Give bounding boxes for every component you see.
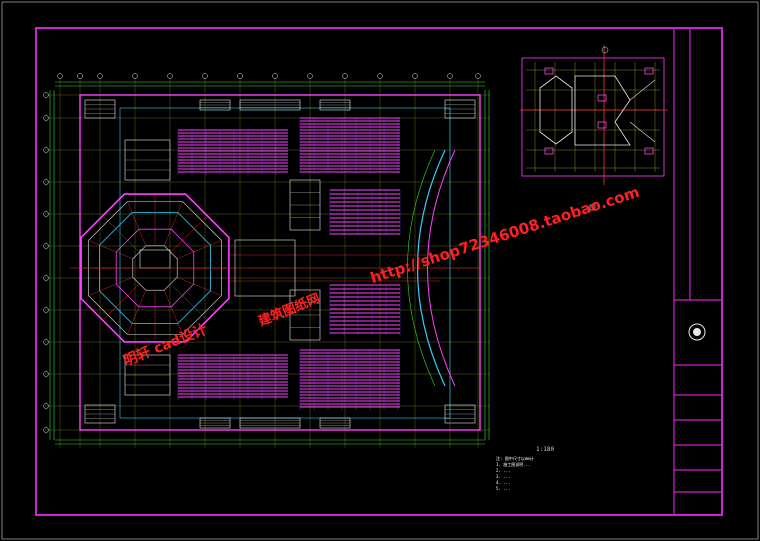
note-line: 1. 施工图说明... bbox=[496, 462, 531, 467]
axis-bubble bbox=[43, 427, 49, 433]
scale-label: 1:180 bbox=[536, 446, 555, 453]
key-plan-inset bbox=[520, 45, 668, 211]
axis-bubble bbox=[447, 73, 453, 79]
exterior-wall bbox=[79, 94, 481, 431]
radial-axis bbox=[88, 277, 133, 296]
lobby-outline bbox=[234, 239, 296, 297]
drawing-notes: 注: 图中尺寸以mm计 1. 施工图说明... 2. ... 3. ... 4.… bbox=[496, 456, 534, 492]
axis-bubble bbox=[475, 73, 481, 79]
axis-bubble bbox=[43, 403, 49, 409]
note-line: 2. ... bbox=[496, 468, 511, 473]
note-line: 4. ... bbox=[496, 480, 511, 485]
radial-axis bbox=[88, 240, 133, 259]
axis-bubble bbox=[43, 179, 49, 185]
axis-bubble bbox=[43, 339, 49, 345]
axis-bubble bbox=[272, 73, 278, 79]
axis-bubble bbox=[43, 115, 49, 121]
note-line: 5. ... bbox=[496, 486, 511, 491]
key-plan-marker bbox=[589, 204, 596, 211]
radial-axis bbox=[164, 290, 183, 335]
axis-bubble bbox=[97, 73, 103, 79]
main-floor-plan bbox=[43, 73, 490, 448]
drawing-frame bbox=[35, 27, 723, 516]
radial-axis bbox=[164, 201, 183, 246]
radial-axis bbox=[127, 201, 146, 246]
axis-bubble bbox=[57, 73, 63, 79]
radial-axis bbox=[103, 284, 139, 320]
axis-bubble bbox=[43, 307, 49, 313]
axis-bubble bbox=[43, 147, 49, 153]
key-plan-stair bbox=[544, 67, 554, 75]
axis-bubble bbox=[412, 73, 418, 79]
axis-bubble bbox=[132, 73, 138, 79]
note-line: 3. ... bbox=[496, 474, 511, 479]
axis-bubble bbox=[601, 46, 609, 54]
key-plan-stair bbox=[597, 121, 607, 129]
axis-bubble bbox=[307, 73, 313, 79]
key-plan-wing bbox=[629, 79, 656, 143]
title-block bbox=[673, 28, 722, 515]
axis-bubble bbox=[342, 73, 348, 79]
key-plan-stair bbox=[544, 147, 554, 155]
key-plan-frame bbox=[521, 57, 665, 177]
stage-platform bbox=[139, 249, 171, 269]
axis-bubble bbox=[167, 73, 173, 79]
axis-bubble bbox=[43, 92, 49, 98]
axis-bubble bbox=[43, 211, 49, 217]
note-line: 注: 图中尺寸以mm计 bbox=[496, 456, 534, 461]
axis-bubble bbox=[237, 73, 243, 79]
radial-axis bbox=[171, 216, 207, 252]
key-plan-stair bbox=[644, 147, 654, 155]
axis-bubble bbox=[43, 371, 49, 377]
key-plan-body bbox=[574, 75, 631, 146]
key-plan-stair bbox=[597, 94, 607, 102]
axis-bubble bbox=[202, 73, 208, 79]
radial-axis bbox=[177, 277, 222, 296]
axis-bubble bbox=[43, 275, 49, 281]
axis-bubble bbox=[377, 73, 383, 79]
radial-axis bbox=[127, 290, 146, 335]
key-plan-octagon bbox=[539, 75, 573, 145]
title-block-logo bbox=[688, 323, 706, 341]
radial-axis bbox=[103, 216, 139, 252]
axis-bubble bbox=[43, 243, 49, 249]
axis-bubble bbox=[77, 73, 83, 79]
radial-axis bbox=[177, 240, 222, 259]
key-plan-stair bbox=[644, 67, 654, 75]
octagon-outer-wall bbox=[80, 193, 230, 343]
radial-axis bbox=[171, 284, 207, 320]
